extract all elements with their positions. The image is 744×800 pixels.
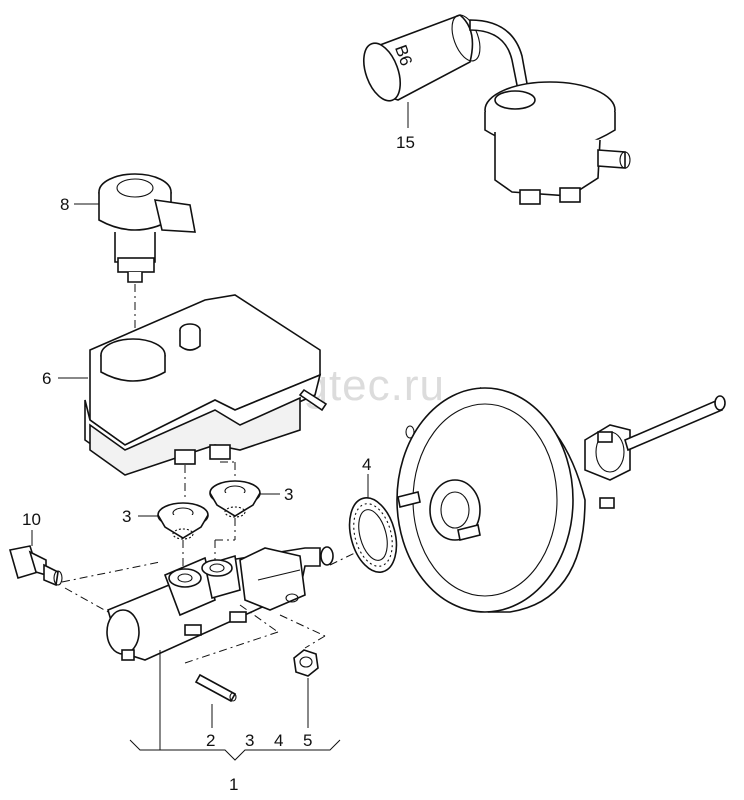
callout-1[interactable]: 1 — [229, 775, 238, 794]
callout-3a[interactable]: 3 — [122, 507, 131, 526]
part-15-vacuum-sensor[interactable]: B6 — [357, 11, 631, 205]
callout-5[interactable]: 5 — [303, 731, 312, 750]
part-1-master-cylinder[interactable] — [106, 546, 334, 661]
callout-15[interactable]: 15 — [396, 133, 415, 152]
dash-10-mc-b — [64, 587, 109, 613]
dash-mc-5b — [304, 635, 326, 649]
part-5-nut[interactable] — [293, 649, 319, 677]
callout-8[interactable]: 8 — [60, 195, 69, 214]
callout-6[interactable]: 6 — [42, 369, 51, 388]
callout-3b[interactable]: 3 — [284, 485, 293, 504]
callout-4[interactable]: 4 — [362, 455, 371, 474]
dash-mc-4 — [329, 547, 366, 566]
bracket-1 — [129, 739, 341, 761]
part-3-grommet-left[interactable] — [157, 502, 209, 540]
part-8-reservoir-cap[interactable] — [98, 173, 196, 283]
part-10-pressure-switch[interactable] — [8, 545, 63, 587]
callout-2[interactable]: 2 — [206, 731, 215, 750]
part-6-fluid-reservoir[interactable] — [84, 294, 328, 476]
dash-mc-2a — [239, 604, 279, 633]
part-3-grommet-right[interactable] — [209, 480, 261, 518]
callout-4b[interactable]: 4 — [274, 731, 283, 750]
brake-booster[interactable] — [396, 387, 726, 613]
dash-mc-2b — [181, 631, 279, 665]
dash-mc-5a — [279, 614, 326, 637]
part-2-pin[interactable] — [194, 673, 237, 703]
callout-3c[interactable]: 3 — [245, 731, 254, 750]
part-4-seal-ring[interactable] — [342, 493, 404, 578]
dash-10-mc — [61, 561, 161, 583]
callout-10[interactable]: 10 — [22, 510, 41, 529]
